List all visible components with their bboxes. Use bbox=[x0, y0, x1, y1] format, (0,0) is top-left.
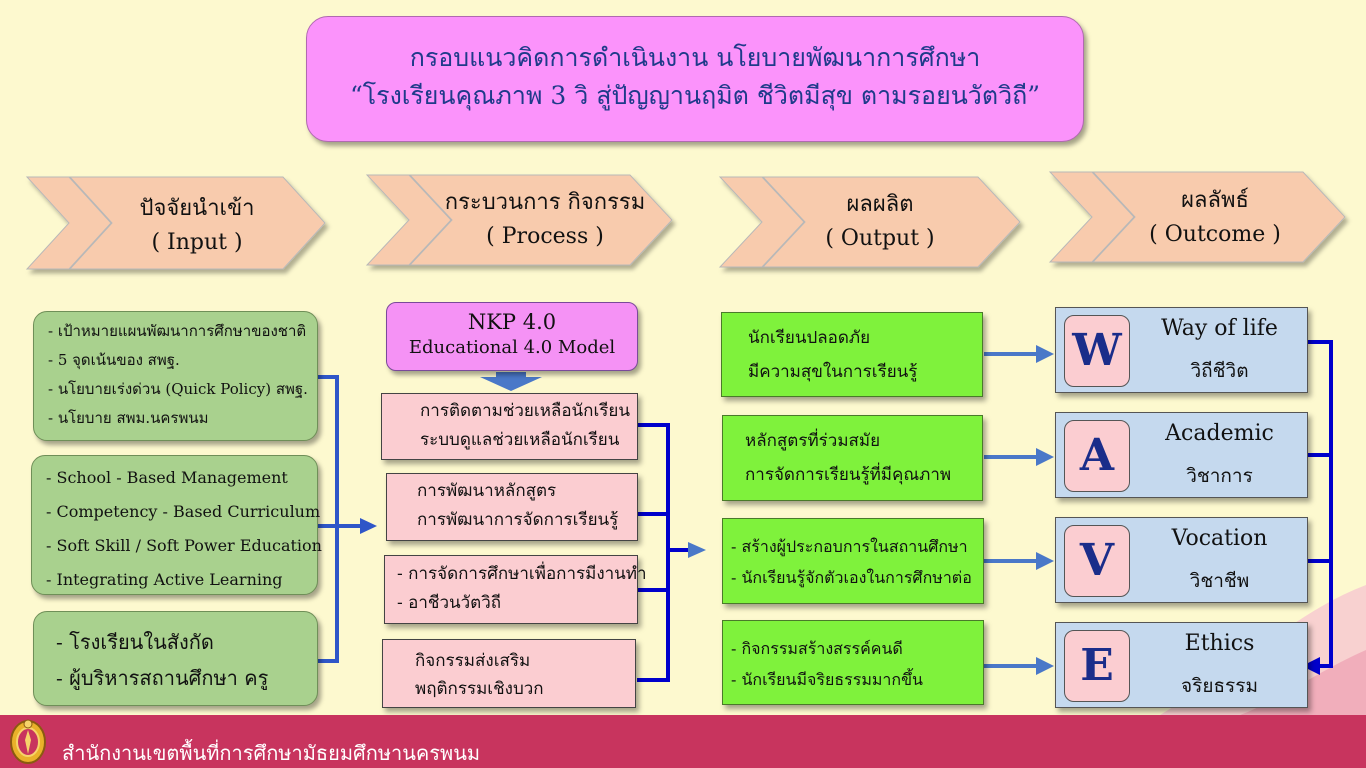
arrow-head-a bbox=[1036, 448, 1054, 466]
chevron-process-small bbox=[365, 174, 452, 266]
chevron-process bbox=[408, 174, 673, 266]
process-bracket bbox=[637, 423, 690, 682]
arrow-head-v bbox=[1036, 552, 1054, 570]
letter-w: W bbox=[1064, 315, 1130, 387]
arrow-head-e bbox=[1036, 657, 1054, 675]
output-arrows bbox=[984, 352, 1038, 668]
title-line-2: “โรงเรียนคุณภาพ 3 วิ สู่ปัญญานฤมิต ชีวิต… bbox=[349, 81, 1041, 110]
emblem-seal-icon bbox=[10, 719, 46, 764]
outcome-way-of-life: W Way of life วิถีชีวิต bbox=[1055, 307, 1308, 393]
outcome-arrow-head bbox=[1302, 657, 1320, 675]
process-box-behavior: กิจกรรมส่งเสริม พฤติกรรมเชิงบวก bbox=[382, 639, 636, 708]
stage-outcome: ผลลัพธ์ ( Outcome ) bbox=[1149, 188, 1281, 247]
input-school-box: - โรงเรียนในสังกัด - ผู้บริหารสถานศึกษา … bbox=[33, 611, 318, 706]
model-title: NKP 4.0 bbox=[467, 310, 557, 334]
stage-input: ปัจจัยนำเข้า ( Input ) bbox=[139, 196, 255, 255]
letter-e: E bbox=[1064, 630, 1130, 702]
chevron-output bbox=[761, 176, 1021, 268]
outcome-vocation: V Vocation วิชาชีพ bbox=[1055, 517, 1308, 603]
chevron-input-small bbox=[25, 176, 112, 270]
input-management-box: - School - Based Management - Competency… bbox=[31, 455, 322, 595]
outcome-ethics: E Ethics จริยธรรม bbox=[1055, 622, 1308, 708]
input-arrow-head bbox=[360, 518, 377, 534]
chevron-outcome bbox=[1091, 171, 1346, 263]
outcome-subtitle: วิชาชีพ bbox=[1189, 570, 1250, 592]
outcome-subtitle: วิถีชีวิต bbox=[1190, 360, 1249, 382]
outcome-subtitle: จริยธรรม bbox=[1180, 675, 1258, 697]
letter-a: A bbox=[1064, 420, 1130, 492]
process-box-vocation: - การจัดการศึกษาเพื่อการมีงานทำ - อาชีวน… bbox=[384, 555, 647, 624]
footer-bar bbox=[0, 715, 1366, 768]
nkp-model-box: NKP 4.0 Educational 4.0 Model bbox=[386, 302, 638, 371]
title-line-1: กรอบแนวคิดการดำเนินงาน นโยบายพัฒนาการศึก… bbox=[409, 43, 981, 72]
arrow-head-w bbox=[1036, 345, 1054, 363]
process-arrow-head bbox=[688, 542, 706, 558]
letter-v: V bbox=[1064, 525, 1130, 597]
title-box: กรอบแนวคิดการดำเนินงาน นโยบายพัฒนาการศึก… bbox=[306, 16, 1084, 142]
model-subtitle: Educational 4.0 Model bbox=[408, 337, 616, 358]
chevron-input bbox=[68, 176, 326, 270]
outcome-title: Vocation bbox=[1171, 526, 1268, 551]
output-box-curriculum: หลักสูตรที่ร่วมสมัย การจัดการเรียนรู้ที่… bbox=[722, 415, 983, 501]
footer-office-name: สำนักงานเขตพื้นที่การศึกษามัธยมศึกษานครพ… bbox=[62, 741, 481, 765]
outcome-title: Academic bbox=[1165, 421, 1274, 446]
process-box-student-support: การติดตามช่วยเหลือนักเรียน ระบบดูแลช่วยเ… bbox=[381, 393, 638, 460]
chevron-output-small bbox=[718, 176, 805, 268]
input-policy-box: - เป้าหมายแผนพัฒนาการศึกษาของชาติ - 5 จุ… bbox=[33, 311, 318, 441]
process-box-curriculum: การพัฒนาหลักสูตร การพัฒนาการจัดการเรียนร… bbox=[386, 473, 638, 541]
outcome-academic: A Academic วิชาการ bbox=[1055, 412, 1308, 498]
stage-output: ผลผลิต ( Output ) bbox=[825, 192, 935, 251]
output-box-ethics: - กิจกรรมสร้างสรรค์คนดี - นักเรียนมีจริย… bbox=[722, 620, 984, 705]
outcome-title: Ethics bbox=[1184, 631, 1255, 656]
output-box-safety: นักเรียนปลอดภัย มีความสุขในการเรียนรู้ bbox=[721, 312, 983, 397]
decorative-wave-2 bbox=[1240, 650, 1366, 715]
stage-process: กระบวนการ กิจกรรม ( Process ) bbox=[444, 190, 646, 249]
chevron-outcome-small bbox=[1048, 171, 1135, 263]
outcome-subtitle: วิชาการ bbox=[1186, 465, 1253, 487]
model-down-arrow bbox=[480, 372, 542, 391]
input-bracket bbox=[318, 375, 362, 663]
outcome-title: Way of life bbox=[1161, 316, 1278, 341]
output-box-entrepreneur: - สร้างผู้ประกอบการในสถานศึกษา - นักเรีย… bbox=[722, 518, 984, 604]
outcome-bracket bbox=[1308, 340, 1333, 668]
